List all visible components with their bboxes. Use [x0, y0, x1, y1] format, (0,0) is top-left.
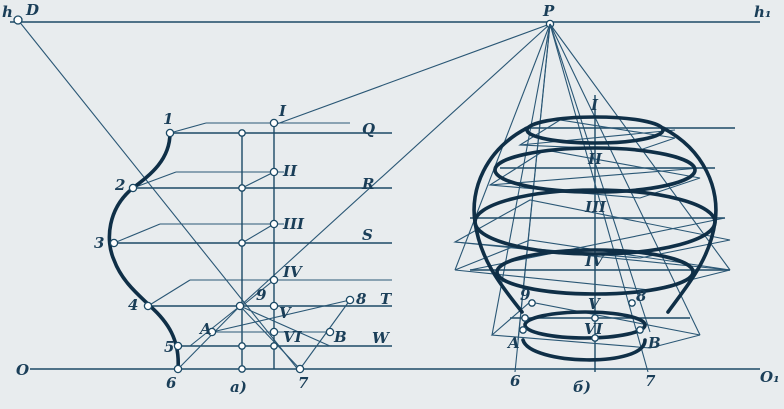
label-S: S — [362, 226, 373, 244]
label-D: D — [25, 1, 39, 19]
point-III — [269, 219, 279, 229]
point-6 — [173, 364, 183, 374]
point-A — [207, 327, 217, 337]
label-r-VI: VI — [584, 320, 604, 338]
label-7: 7 — [298, 374, 309, 392]
ray-P-to-I — [273, 23, 551, 126]
point-V — [269, 301, 279, 311]
distance-ray — [17, 19, 301, 373]
label-4: 4 — [128, 296, 138, 314]
label-O: O — [16, 361, 29, 379]
label-r-9: 9 — [520, 286, 531, 304]
label-IV: IV — [282, 263, 303, 281]
label-r-B: B — [647, 334, 661, 352]
label-8: 8 — [356, 290, 367, 308]
point-r-B — [636, 326, 644, 334]
label-r-II: II — [587, 150, 603, 168]
label-W: W — [372, 329, 391, 347]
label-P: P — [542, 2, 555, 20]
label-6: 6 — [166, 374, 177, 392]
label-9: 9 — [256, 286, 267, 304]
label-T: T — [380, 290, 393, 308]
label-V: V — [279, 304, 292, 322]
point-VI — [269, 327, 279, 337]
caption-a: a) — [230, 378, 247, 396]
point-7 — [295, 364, 305, 374]
point-r-8 — [628, 299, 636, 307]
labels: h D P h₁ O O₁ 1 2 3 4 5 6 7 8 9 Q R S T … — [2, 1, 780, 396]
point-4 — [143, 301, 153, 311]
label-R: R — [361, 175, 374, 193]
caption-b: б) — [573, 378, 591, 396]
point-IV — [269, 275, 279, 285]
point-2 — [128, 183, 138, 193]
point-9 — [235, 301, 245, 311]
label-r-V: V — [588, 295, 601, 313]
right-silhouette-left — [472, 126, 529, 314]
ellipse-IV — [495, 248, 695, 296]
point-B — [325, 327, 335, 337]
vase-profile-curve — [107, 131, 180, 371]
label-III: III — [282, 215, 305, 233]
label-O1: O₁ — [760, 368, 780, 386]
point-8 — [345, 295, 355, 305]
label-Q: Q — [362, 120, 375, 138]
point-r-9 — [528, 299, 536, 307]
label-r-6: 6 — [510, 372, 521, 390]
point-D — [13, 15, 23, 25]
label-r-7: 7 — [645, 372, 656, 390]
ray-P-to-9 — [237, 23, 551, 309]
point-5 — [173, 341, 183, 351]
point-II — [269, 167, 279, 177]
label-A: A — [198, 320, 212, 338]
label-3: 3 — [94, 234, 104, 252]
point-1 — [165, 128, 175, 138]
ellipse-II — [493, 146, 697, 194]
label-r-8: 8 — [636, 287, 647, 305]
left-construction — [13, 15, 555, 374]
label-5: 5 — [164, 338, 174, 356]
label-2: 2 — [114, 176, 125, 194]
label-r-IV: IV — [584, 252, 605, 270]
label-h: h — [2, 3, 13, 21]
base-arc — [521, 338, 647, 362]
label-r-I: I — [590, 96, 599, 114]
right-silhouette-right — [661, 126, 718, 314]
label-II: II — [282, 162, 298, 180]
label-r-A: A — [506, 334, 520, 352]
label-B: B — [333, 328, 347, 346]
point-r-A — [519, 326, 527, 334]
label-VI: VI — [283, 328, 303, 346]
label-1: 1 — [163, 110, 173, 128]
point-I — [269, 118, 279, 128]
right-construction — [453, 23, 735, 373]
label-I: I — [278, 102, 287, 120]
ellipse-VI — [523, 310, 647, 340]
label-r-III: III — [584, 198, 607, 216]
label-h1: h₁ — [754, 3, 771, 21]
point-3 — [109, 238, 119, 248]
